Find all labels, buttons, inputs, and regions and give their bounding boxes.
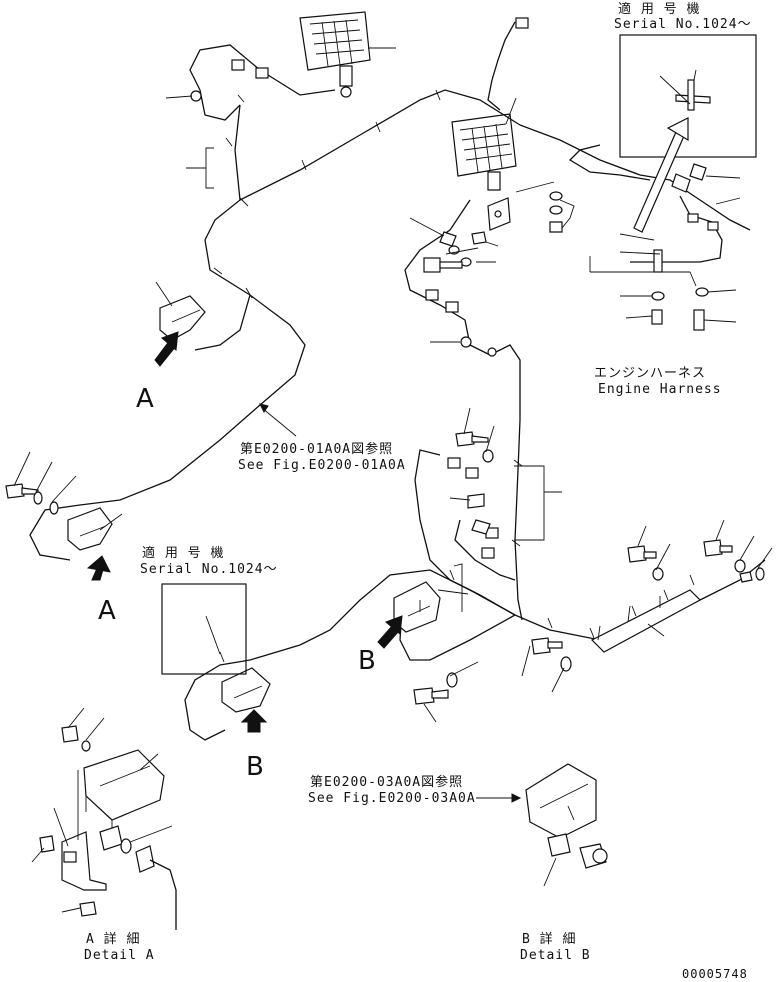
reference-label-1-en: See Fig.E0200-01A0A xyxy=(238,458,406,473)
detail-b-label-en: Detail B xyxy=(520,948,591,963)
serial-label-mid-en: Serial No.1024～ xyxy=(140,562,278,577)
serial-label-mid-ja: 適 用 号 機 xyxy=(142,546,225,561)
right-lower-bracket xyxy=(590,519,773,653)
serial-box-top-part xyxy=(659,69,711,111)
view-letter-a-left: A xyxy=(98,596,116,626)
harness-connectors xyxy=(190,17,529,559)
view-arrows xyxy=(86,331,403,733)
engine-harness-arrow xyxy=(633,117,689,233)
harness-clips xyxy=(213,89,695,663)
reference-label-3-ja: 第E0200-03A0A図参照 xyxy=(310,775,464,790)
bracket-a-top xyxy=(155,281,206,341)
view-letter-b-right: B xyxy=(358,646,376,676)
detail-b-drawing xyxy=(525,763,608,887)
detail-a-label-ja: A 詳 細 xyxy=(86,932,141,947)
bracket-b-left xyxy=(221,667,271,713)
serial-box-mid-leader xyxy=(205,615,221,655)
main-harness xyxy=(29,21,766,741)
work-lamp-left xyxy=(299,11,396,98)
engine-harness-area xyxy=(568,144,751,263)
serial-box-top xyxy=(619,34,757,158)
view-letter-b-left: B xyxy=(246,752,264,782)
detail-a-drawing xyxy=(31,707,177,930)
engine-harness-parts xyxy=(589,233,737,331)
reference-label-3-en: See Fig.E0200-03A0A xyxy=(308,791,476,806)
serial-label-top-en: Serial No.1024～ xyxy=(614,17,752,32)
lamp-bracket-cluster xyxy=(409,181,575,273)
detail-a-label-en: Detail A xyxy=(84,948,155,963)
serial-label-top-ja: 適 用 号 機 xyxy=(618,2,701,17)
engine-harness-label-en: Engine Harness xyxy=(598,382,722,397)
bracket-a-left xyxy=(5,451,123,551)
mid-cluster-parts xyxy=(186,147,562,541)
reference-label-1-ja: 第E0200-01A0A図参照 xyxy=(240,442,394,457)
serial-box-mid xyxy=(161,583,247,675)
work-lamp-right xyxy=(451,97,517,191)
bracket-b-right xyxy=(393,581,469,633)
drawing-number: 00005748 xyxy=(682,967,748,981)
reference-leaders xyxy=(165,95,522,803)
bottom-center-hardware xyxy=(413,563,572,723)
detail-b-label-ja: B 詳 細 xyxy=(522,932,577,947)
engine-harness-label-ja: エンジンハーネス xyxy=(594,366,707,381)
view-letter-a-top: A xyxy=(136,384,154,414)
